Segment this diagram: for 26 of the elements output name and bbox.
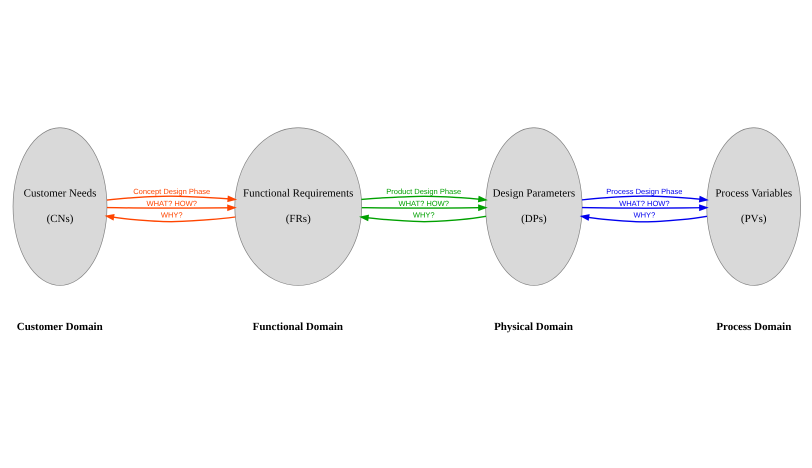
node-label: Customer Domain [16, 320, 103, 333]
edge-label: Product Design Phase [386, 187, 462, 196]
edge-label: WHAT? HOW? [398, 198, 449, 208]
arrow [104, 214, 236, 222]
node-label: Process Domain [716, 320, 792, 333]
edge-label: WHY? [160, 210, 183, 220]
node-label: Physical Domain [494, 320, 573, 333]
arrow [582, 204, 709, 212]
edge-label: WHAT? HOW? [146, 198, 197, 208]
arrow [361, 196, 488, 202]
edge-label: WHY? [412, 210, 435, 220]
node-ellipse: Customer Needs (CNs) [12, 127, 108, 286]
edge-label: WHY? [633, 210, 656, 220]
node-ellipse: Design Parameters (DPs) [485, 127, 582, 286]
arrow [359, 214, 486, 222]
edge-label: Process Design Phase [606, 187, 682, 196]
node-label: Functional Domain [252, 320, 344, 333]
edge-label: Concept Design Phase [133, 187, 210, 196]
node-ellipse: Functional Requirements (FRs) [234, 127, 362, 286]
node-ellipse: Process Variables (PVs) [706, 127, 802, 286]
arrow [362, 204, 488, 212]
arrow [106, 195, 238, 202]
arrow [582, 195, 709, 202]
edge-label: WHAT? HOW? [619, 198, 670, 208]
arrow [580, 214, 708, 223]
arrow [106, 204, 237, 212]
